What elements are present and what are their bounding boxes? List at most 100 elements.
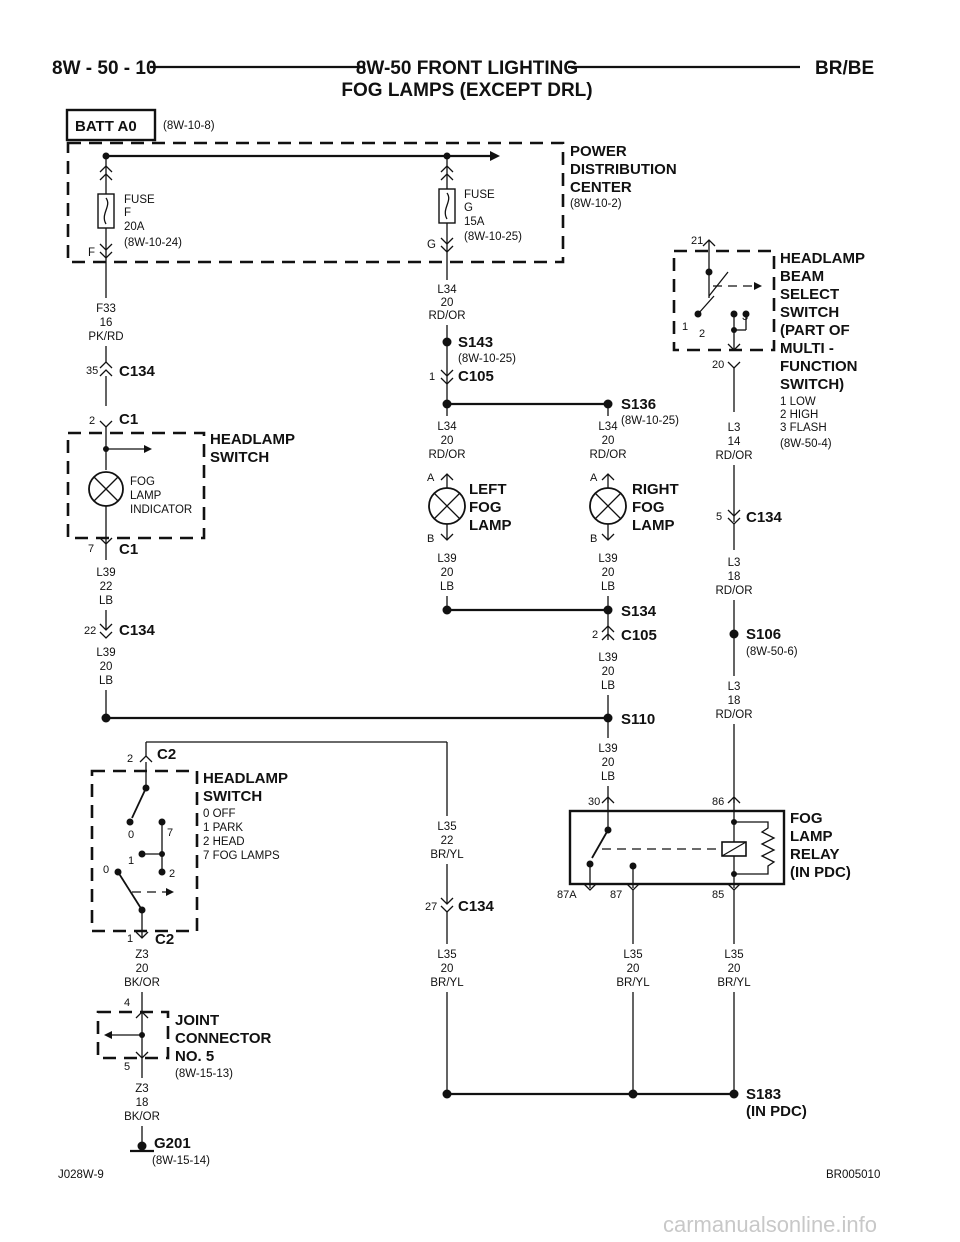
wire-l39d-gauge: 20 [602, 567, 615, 579]
wire-l39a-gauge: 22 [100, 581, 113, 593]
head-tie-dot [159, 851, 165, 857]
c134-35-connector: C134 [119, 363, 156, 380]
c134-5-pin-number: 5 [716, 511, 722, 523]
headlamp-switch-bottom-title-1: HEADLAMP [203, 770, 288, 787]
wire-l3b-code: L3 [728, 557, 741, 569]
wire-l34b-gauge: 20 [441, 435, 454, 447]
wire-z3a-code: Z3 [135, 949, 148, 961]
beam-legend-2: 2 HIGH [780, 409, 818, 421]
fuse-g-label-3: 15A [464, 216, 485, 228]
footer-left-code: J028W-9 [58, 1169, 104, 1181]
fog-lamp-relay: FOG LAMP RELAY (IN PDC) 30 86 87A 87 85 [557, 796, 851, 1094]
wire-f33-gauge: 16 [100, 317, 113, 329]
beam-low-blade [697, 295, 715, 315]
wire-l39f-color: LB [601, 771, 615, 783]
fuse-f-cavity: F [88, 247, 95, 259]
c134-35-pin-number: 35 [86, 365, 98, 377]
beam-ref: (8W-50-4) [780, 438, 832, 450]
wire-l35d-code: L35 [724, 949, 743, 961]
splice-s110: S110 [101, 711, 655, 728]
c134-22-pin [99, 623, 113, 631]
s106-ref: (8W-50-6) [746, 646, 798, 658]
wire-l39c-color: LB [440, 581, 454, 593]
relay-title-4: (IN PDC) [790, 864, 851, 881]
wire-l3c-color: RD/OR [715, 709, 752, 721]
wire-l35a-code: L35 [437, 821, 456, 833]
relay-armature [591, 829, 609, 859]
s110-left-dot [101, 713, 111, 723]
fog-switch-output: L35 22 BR/YL 27 C134 L35 20 BR/YL [146, 741, 495, 1094]
c134-27-pin-number: 27 [425, 901, 437, 913]
s183-left-dot [442, 1089, 452, 1099]
wire-l34a-gauge: 20 [441, 297, 454, 309]
fuse-g-cavity: G [427, 239, 436, 251]
s183-label: S183 [746, 1086, 781, 1103]
relay-coil-feed: L3 14 RD/OR 5 C134 L3 18 RD/OR S106 (8W-… [715, 422, 798, 803]
fuse-f-label-1: FUSE [124, 194, 155, 206]
beam-title-6: MULTI - [780, 340, 834, 357]
right-fog-b-pin [601, 533, 615, 541]
fuse-f-link [103, 197, 109, 225]
relay-87a-pin [583, 883, 597, 891]
wire-l35c-gauge: 20 [627, 963, 640, 975]
beam-blade [708, 271, 729, 297]
c134-22-pin-number: 22 [84, 625, 96, 637]
pdc-ref: (8W-10-2) [570, 198, 622, 210]
headlamp-switch-top-outline [66, 431, 206, 540]
c134-22-connector: C134 [119, 622, 156, 639]
wire-l39d-color: LB [601, 581, 615, 593]
left-circuit: F33 16 PK/RD 35 C134 2 C1 HEADLAMP SWITC… [66, 268, 295, 718]
beam-legend-3: 3 FLASH [780, 422, 827, 434]
model-code: BR/BE [815, 58, 874, 79]
c2-2-pin-number: 2 [127, 753, 133, 765]
power-distribution-center: POWER DISTRIBUTION CENTER (8W-10-2) FUSE… [66, 141, 677, 270]
c134-5-pin [727, 509, 741, 517]
joint-title-2: CONNECTOR [175, 1030, 272, 1047]
hs-legend-3: 7 FOG LAMPS [203, 850, 280, 862]
left-fog-title-1: LEFT [469, 481, 507, 498]
page-header: 8W - 50 - 10 8W-50 FRONT LIGHTING FOG LA… [52, 58, 874, 101]
fuse-f-pin-top [99, 165, 113, 173]
c105-1-pin-number: 1 [429, 371, 435, 383]
relay-suppression-resistor [734, 821, 776, 875]
c2-top-connector: C2 [157, 746, 176, 763]
fuse-g-label-1: FUSE [464, 189, 495, 201]
ground-ref: (8W-15-14) [152, 1155, 210, 1167]
page-subtitle: FOG LAMPS (EXCEPT DRL) [341, 80, 592, 101]
c105-2-pin-number: 2 [592, 629, 598, 641]
s110-label: S110 [621, 711, 655, 728]
indicator-branch-arrow [144, 445, 152, 453]
fog-contact-off [126, 818, 134, 826]
hs-pos-0b: 0 [103, 864, 109, 876]
wire-l35d-gauge: 20 [728, 963, 741, 975]
wire-l3a-color: RD/OR [715, 450, 752, 462]
fuse-g-pin-top-2 [440, 173, 454, 181]
battery-feed: BATT A0 (8W-10-8) [65, 108, 215, 142]
fuse-f-ref: (8W-10-24) [124, 237, 182, 249]
beam-tie-dot [731, 327, 737, 333]
relay-pin-30: 30 [588, 796, 600, 808]
c105-2-pin [601, 625, 615, 633]
right-fog-cross-2 [594, 492, 622, 520]
relay-title-3: RELAY [790, 846, 839, 863]
joint-connector-5: 4 5 JOINT CONNECTOR NO. 5 (8W-15-13) Z3 … [96, 997, 272, 1144]
c134-5-connector: C134 [746, 509, 783, 526]
c134-27-connector: C134 [458, 898, 495, 915]
wire-z3b-color: BK/OR [124, 1111, 160, 1123]
c105-2-connector: C105 [621, 627, 657, 644]
headlamp-switch-top-title-2: SWITCH [210, 449, 269, 466]
fuse-f-pin-bottom [99, 243, 113, 251]
fuse-g-link [444, 192, 450, 220]
page-number: 8W - 50 - 10 [52, 58, 157, 79]
batt-label: BATT A0 [75, 118, 137, 135]
pdc-outline [66, 141, 565, 264]
fuse-f-label-3: 20A [124, 221, 145, 233]
wire-l39b-color: LB [99, 675, 113, 687]
head-contact [158, 868, 166, 876]
pdc-title-2: DISTRIBUTION [570, 161, 677, 178]
s143-ref: (8W-10-25) [458, 353, 516, 365]
jc-pin-5: 5 [124, 1061, 130, 1073]
footer-right-code: BR005010 [826, 1169, 880, 1181]
wire-z3b-gauge: 18 [136, 1097, 149, 1109]
